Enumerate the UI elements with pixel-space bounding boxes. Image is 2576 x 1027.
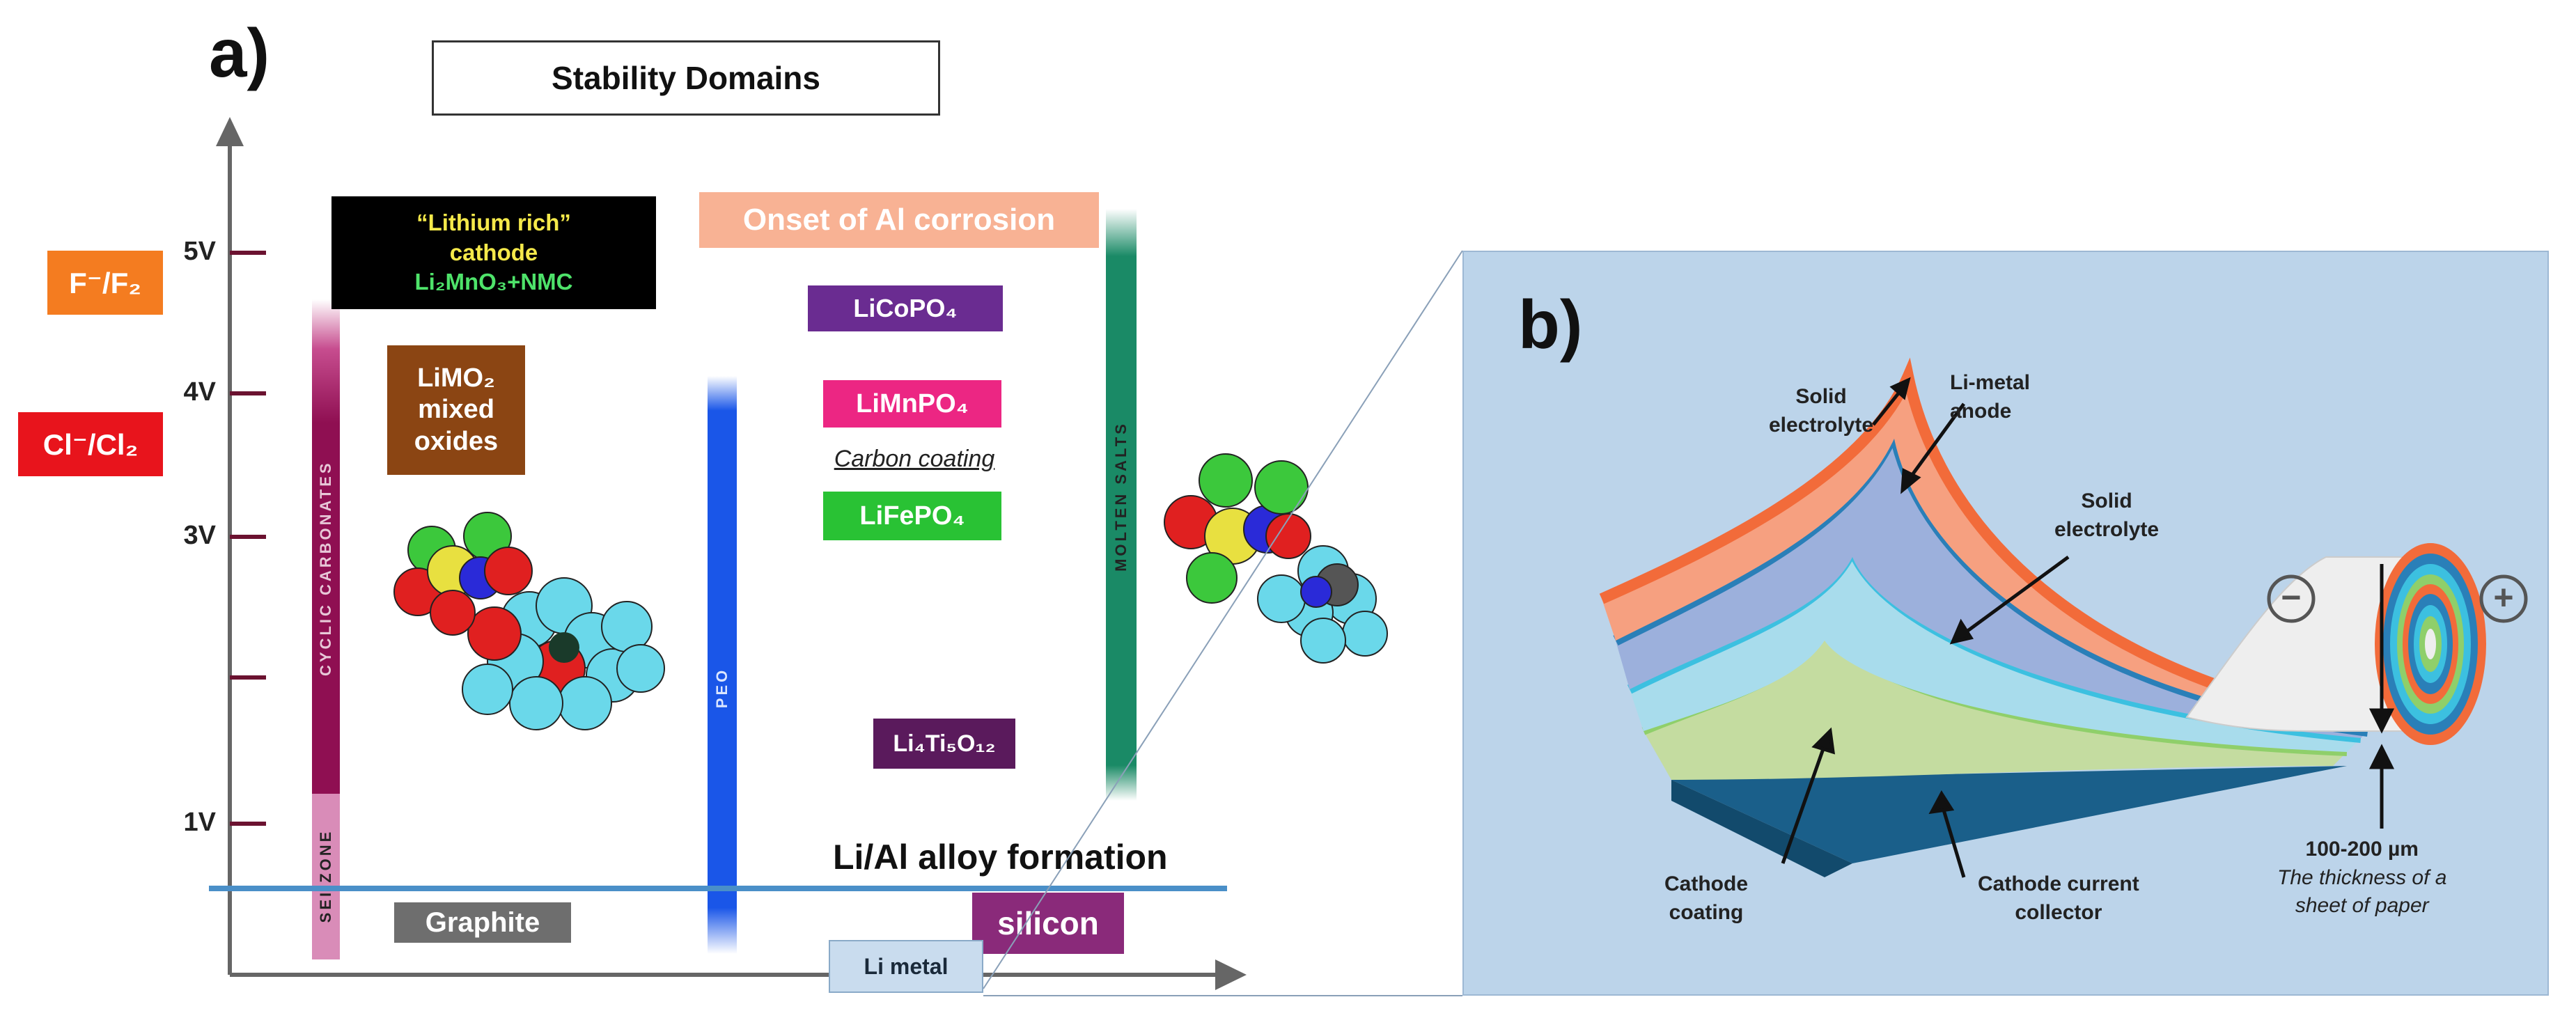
thickness-label: 100-200 µm The thickness of a sheet of p… (2277, 836, 2446, 920)
solid-electrolyte-inner-line2: electrolyte (2054, 517, 2160, 541)
label-1v: 1V (183, 808, 216, 837)
roll-sheet (2185, 556, 2424, 732)
solid-electrolyte-outer-line1: Solid (1795, 385, 1847, 408)
solid-electrolyte-outer-line2: electrolyte (1769, 413, 1874, 437)
li-metal-box: Li metal (829, 940, 983, 993)
cathode-coating-line2: coating (1669, 900, 1744, 924)
graphite-box: Graphite (394, 902, 571, 943)
stability-domains-title: Stability Domains (432, 40, 940, 116)
tick-3v (230, 535, 266, 539)
lithium-rich-line2: cathode (449, 239, 538, 265)
label-5v: 5V (183, 237, 216, 266)
cathode-current-collector-label: Cathode current collector (1978, 870, 2139, 927)
licopo4-box: LiCoPO₄ (808, 285, 1003, 331)
limo2-line3: oxides (414, 426, 499, 456)
li-metal-anode-line2: anode (1950, 399, 2012, 423)
solid-electrolyte-outer-sheet (1602, 376, 2375, 731)
axes (216, 117, 1247, 990)
li4ti5o12-box: Li₄Ti₅O₁₂ (873, 719, 1015, 769)
tick-2v (230, 675, 266, 680)
x-axis-arrow (1215, 959, 1247, 990)
silicon-box: silicon (972, 893, 1124, 954)
molten-salts-bar (1106, 209, 1137, 801)
molecule-cation-cluster (462, 577, 665, 730)
solid-electrolyte-inner-line1: Solid (2081, 489, 2132, 512)
lithium-rich-line3: Li₂MnO₃+NMC (414, 269, 573, 295)
positive-terminal-sign: + (2493, 578, 2514, 617)
molecule-salt-complex (393, 512, 665, 730)
lithium-rich-line1: “Lithium rich” (416, 209, 571, 235)
li-metal-anode-sheet (1616, 432, 2368, 738)
roll-end-spiral (2375, 543, 2486, 745)
cyclic-carbonates-bar (312, 299, 340, 794)
negative-terminal-icon (2267, 574, 2316, 623)
solid-electrolyte-outer-label: Solid electrolyte (1769, 383, 1873, 439)
limo2-line2: mixed (418, 395, 494, 425)
li-metal-anode-label: Li-metal anode (1950, 369, 2030, 425)
cathode-coating-line1: Cathode (1664, 872, 1748, 895)
ionic-liquid-anion (1164, 453, 1311, 604)
panel-b-label: b) (1518, 286, 1583, 363)
carbon-coating-label: Carbon coating (834, 446, 995, 472)
tick-5v (230, 251, 266, 255)
cathode-current-collector-sheet (1671, 766, 2347, 863)
ionic-liquid-cation (1257, 545, 1388, 664)
label-4v: 4V (183, 377, 216, 407)
negative-terminal-sign: − (2281, 578, 2302, 617)
li-al-alloy-line (209, 886, 1227, 891)
lifepo4-box: LiFePO₄ (823, 492, 1001, 540)
cell-layers-illustration (1599, 357, 2528, 878)
thickness-value: 100-200 µm (2305, 838, 2419, 861)
label-3v: 3V (183, 521, 216, 550)
peo-bar (708, 376, 737, 954)
limnpo4-box: LiMnPO₄ (823, 380, 1001, 428)
panel-a-label: a) (209, 15, 270, 91)
solid-electrolyte-inner-label: Solid electrolyte (2054, 487, 2159, 544)
molecule-anion (393, 512, 533, 636)
positive-terminal-icon (2479, 574, 2528, 623)
chloride-label: Cl⁻/Cl₂ (18, 412, 163, 476)
thickness-note-line2: sheet of paper (2295, 894, 2429, 917)
tick-4v (230, 391, 266, 395)
limo2-line1: LiMO₂ (417, 363, 495, 393)
y-axis-arrow (216, 117, 244, 146)
fluoride-label: F⁻/F₂ (47, 251, 163, 315)
collector-line2: collector (2015, 900, 2102, 924)
lithium-rich-cathode-box: “Lithium rich” cathode Li₂MnO₃+NMC (331, 196, 656, 309)
li-al-alloy-label: Li/Al alloy formation (833, 838, 1168, 877)
collector-line1: Cathode current (1978, 872, 2139, 895)
limo2-box: LiMO₂ mixed oxides (387, 345, 525, 475)
tick-1v (230, 822, 266, 826)
li-metal-anode-line1: Li-metal (1950, 371, 2031, 394)
cathode-coating-label: Cathode coating (1664, 870, 1748, 927)
sei-zone-bar (312, 794, 340, 959)
molecule-ionic-liquid (1164, 453, 1388, 664)
onset-al-corrosion-box: Onset of Al corrosion (699, 192, 1099, 248)
thickness-note-line1: The thickness of a (2277, 865, 2447, 889)
